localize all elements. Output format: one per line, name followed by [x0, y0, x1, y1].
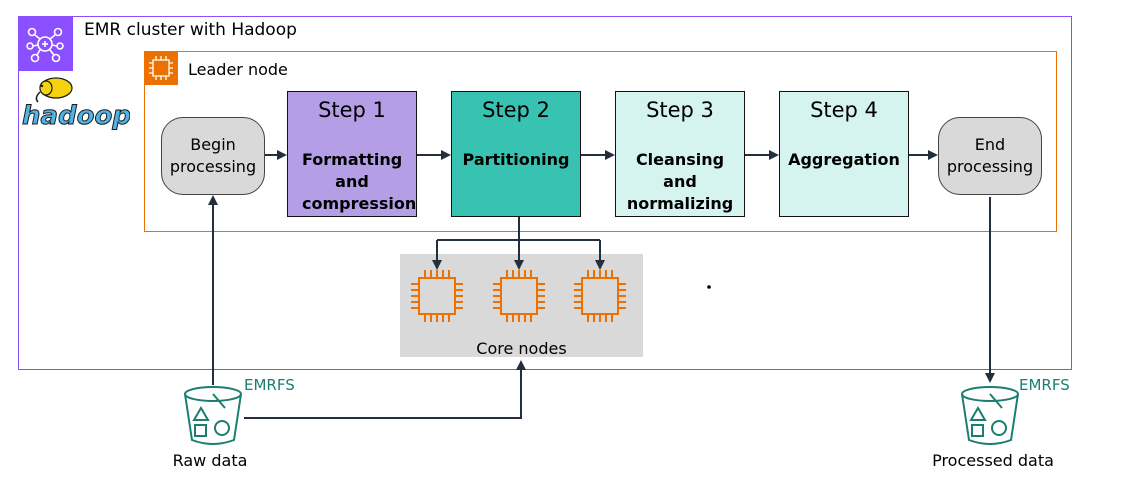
core-node-chip-icon	[574, 270, 626, 322]
step-4-number: Step 4	[810, 98, 878, 122]
hadoop-wordmark: hadoop	[22, 101, 130, 131]
end-processing-node: End processing	[938, 117, 1042, 195]
raw-data-bucket-icon	[184, 386, 242, 445]
core-node-chip-icon	[411, 270, 463, 322]
stray-dot	[707, 285, 711, 289]
processed-data-bucket-icon	[961, 386, 1019, 445]
step-2-box: Step 2 Partitioning	[451, 91, 581, 217]
cluster-title: EMR cluster with Hadoop	[84, 20, 297, 40]
begin-processing-node: Begin processing	[161, 117, 265, 195]
hadoop-logo: hadoop	[18, 74, 132, 132]
leader-node-title: Leader node	[188, 60, 288, 79]
leader-node-container	[144, 51, 1057, 232]
step-4-label: Aggregation	[788, 150, 900, 169]
step-1-label: Formatting and compression	[302, 150, 417, 213]
step-3-number: Step 3	[646, 98, 714, 122]
step-1-number: Step 1	[318, 98, 386, 122]
ec2-instance-icon	[144, 51, 178, 85]
step-4-box: Step 4 Aggregation	[779, 91, 909, 217]
step-2-label: Partitioning	[462, 150, 570, 169]
processed-emrfs-label: EMRFS	[1019, 376, 1070, 394]
core-nodes-group	[400, 254, 643, 357]
core-node-chip-icon	[493, 270, 545, 322]
arrow-step2-to-core-nodes	[436, 217, 601, 266]
step-2-number: Step 2	[482, 98, 550, 122]
end-processing-label: End processing	[946, 135, 1034, 176]
hadoop-elephant-icon	[35, 77, 73, 103]
step-3-label: Cleansing and normalizing	[626, 150, 734, 213]
core-nodes-label: Core nodes	[476, 339, 567, 358]
raw-emrfs-label: EMRFS	[244, 376, 295, 394]
emr-cluster-icon	[18, 16, 73, 71]
processed-data-label: Processed data	[932, 451, 1054, 470]
emr-cluster-container	[18, 16, 1072, 370]
begin-processing-label: Begin processing	[169, 135, 257, 176]
raw-data-label: Raw data	[172, 451, 248, 470]
step-1-box: Step 1 Formatting and compression	[287, 91, 417, 217]
step-3-box: Step 3 Cleansing and normalizing	[615, 91, 745, 217]
arrow-raw-data-to-core-nodes	[244, 360, 526, 419]
